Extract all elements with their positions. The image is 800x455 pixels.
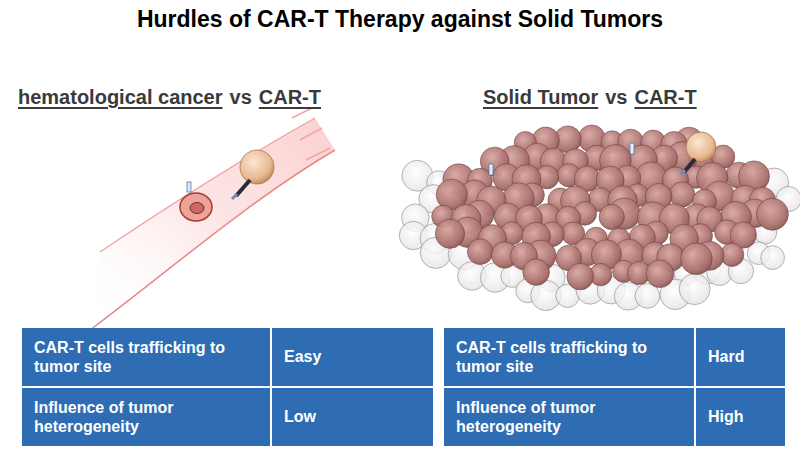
- tumor-cell: [646, 260, 674, 288]
- tumor-cell: [523, 259, 549, 285]
- tumor-cell: [435, 219, 464, 248]
- tumor-cell: [681, 243, 713, 275]
- heading-text: vs: [605, 86, 627, 108]
- comparison-table: CAR-T cells trafficking to tumor siteEas…: [22, 328, 433, 446]
- table-cell: CAR-T cells trafficking to tumor site: [22, 328, 270, 386]
- car-t-cell: [232, 150, 274, 199]
- solid-tumor: [399, 125, 800, 311]
- tumor-cell: [567, 263, 594, 290]
- table-cell: Low: [272, 388, 433, 446]
- diagram-title: Hurdles of CAR-T Therapy against Solid T…: [0, 6, 800, 33]
- table-cell: High: [696, 388, 785, 446]
- table-cell: CAR-T cells trafficking to tumor site: [444, 328, 694, 386]
- table-cell: Influence of tumor heterogeneity: [444, 388, 694, 446]
- normal-cell: [761, 246, 785, 270]
- normal-cell: [679, 274, 710, 305]
- tumor-cell: [756, 198, 788, 230]
- blood-vessel: [90, 108, 335, 330]
- panel-heading: Solid Tumor vs CAR-T: [483, 86, 704, 109]
- table-cell: Easy: [272, 328, 433, 386]
- car-t-cell: [681, 132, 716, 175]
- heading-text: Solid Tumor: [483, 86, 598, 108]
- table-cell: Hard: [696, 328, 785, 386]
- heading-text: CAR-T: [259, 86, 321, 108]
- table-cell: Influence of tumor heterogeneity: [22, 388, 270, 446]
- tumor-cell: [599, 204, 624, 229]
- heading-text: hematological cancer: [18, 86, 223, 108]
- antigen-marker: [489, 143, 634, 175]
- heading-text: vs: [230, 86, 252, 108]
- panel-heading: hematological cancer vs CAR-T: [18, 86, 328, 109]
- comparison-table: CAR-T cells trafficking to tumor siteHar…: [444, 328, 785, 446]
- tumor-cell: [467, 239, 493, 265]
- cancer-cell: [180, 182, 212, 221]
- heading-text: CAR-T: [634, 86, 696, 108]
